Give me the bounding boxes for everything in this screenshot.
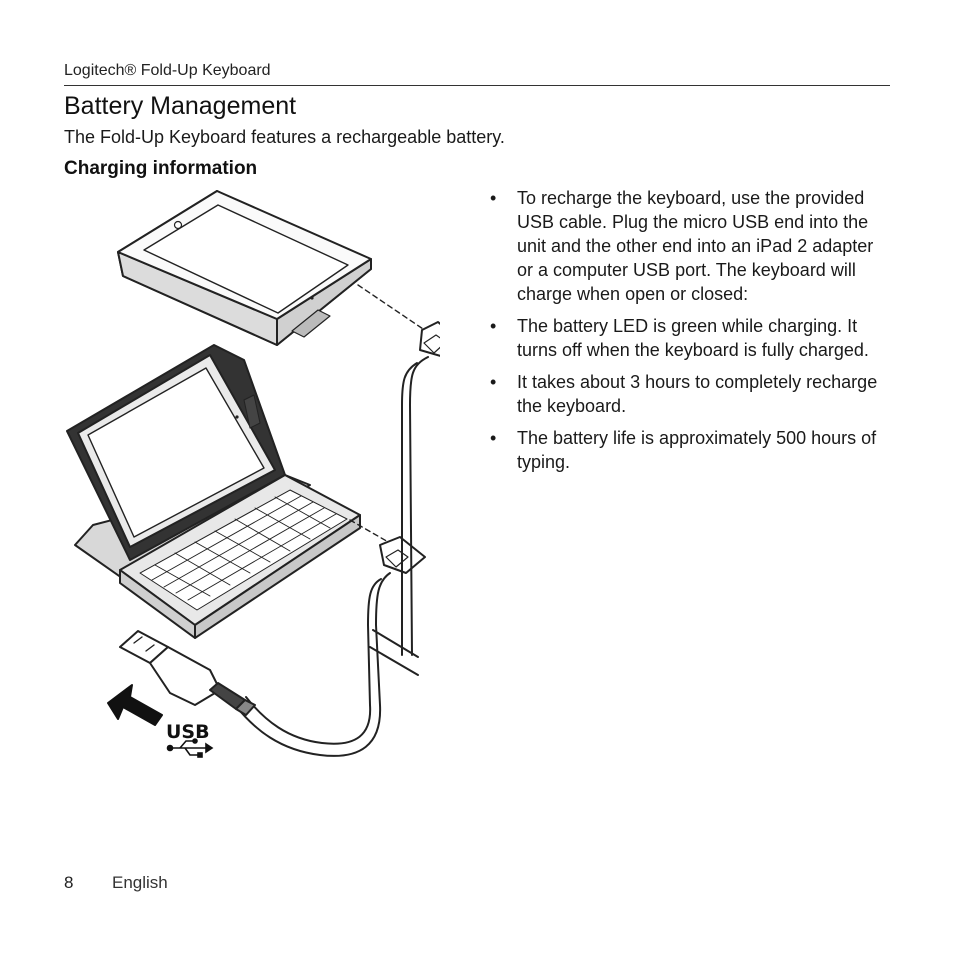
usb-label: USB — [166, 721, 210, 743]
bullet-icon: • — [490, 372, 497, 392]
bullet-text: The battery LED is green while charging.… — [517, 316, 869, 360]
bullet-item: • The battery life is approximately 500 h… — [490, 426, 890, 474]
arrow-up-left-icon — [107, 684, 163, 726]
bullet-icon: • — [490, 428, 497, 448]
cable-break-line — [372, 629, 419, 658]
bullet-text: It takes about 3 hours to completely rec… — [517, 372, 878, 416]
cable-break-line — [369, 646, 419, 676]
charging-bullet-list: • To recharge the keyboard, use the provi… — [490, 186, 890, 482]
bullet-icon: • — [490, 316, 497, 336]
page-title: Battery Management — [64, 92, 297, 120]
usb-cable — [409, 356, 429, 656]
bullet-item: • It takes about 3 hours to completely re… — [490, 370, 890, 418]
open-tablet-keyboard — [66, 344, 361, 639]
charging-illustration: USB — [66, 190, 440, 758]
usb-icon — [166, 738, 214, 758]
bullet-item: • To recharge the keyboard, use the provi… — [490, 186, 890, 306]
bullet-icon: • — [490, 188, 497, 208]
usb-cable — [245, 578, 382, 745]
connection-dashed-line — [349, 519, 391, 544]
bullet-item: • The battery LED is green while charging… — [490, 314, 890, 362]
intro-text: The Fold-Up Keyboard features a recharge… — [64, 127, 505, 147]
bullet-text: The battery life is approximately 500 ho… — [517, 428, 877, 472]
connection-dashed-line — [357, 284, 433, 336]
document-header: Logitech® Fold-Up Keyboard — [64, 62, 271, 79]
bullet-text: To recharge the keyboard, use the provid… — [517, 188, 874, 304]
page-number: 8 — [64, 873, 74, 892]
usb-cable — [401, 362, 418, 656]
usb-a-plug — [119, 630, 256, 716]
usb-cable — [234, 572, 391, 757]
micro-usb-connector-top — [419, 321, 440, 357]
section-heading: Charging information — [64, 158, 258, 179]
header-divider — [64, 85, 890, 86]
footer-language: English — [112, 873, 168, 892]
closed-keyboard-case — [117, 190, 372, 346]
